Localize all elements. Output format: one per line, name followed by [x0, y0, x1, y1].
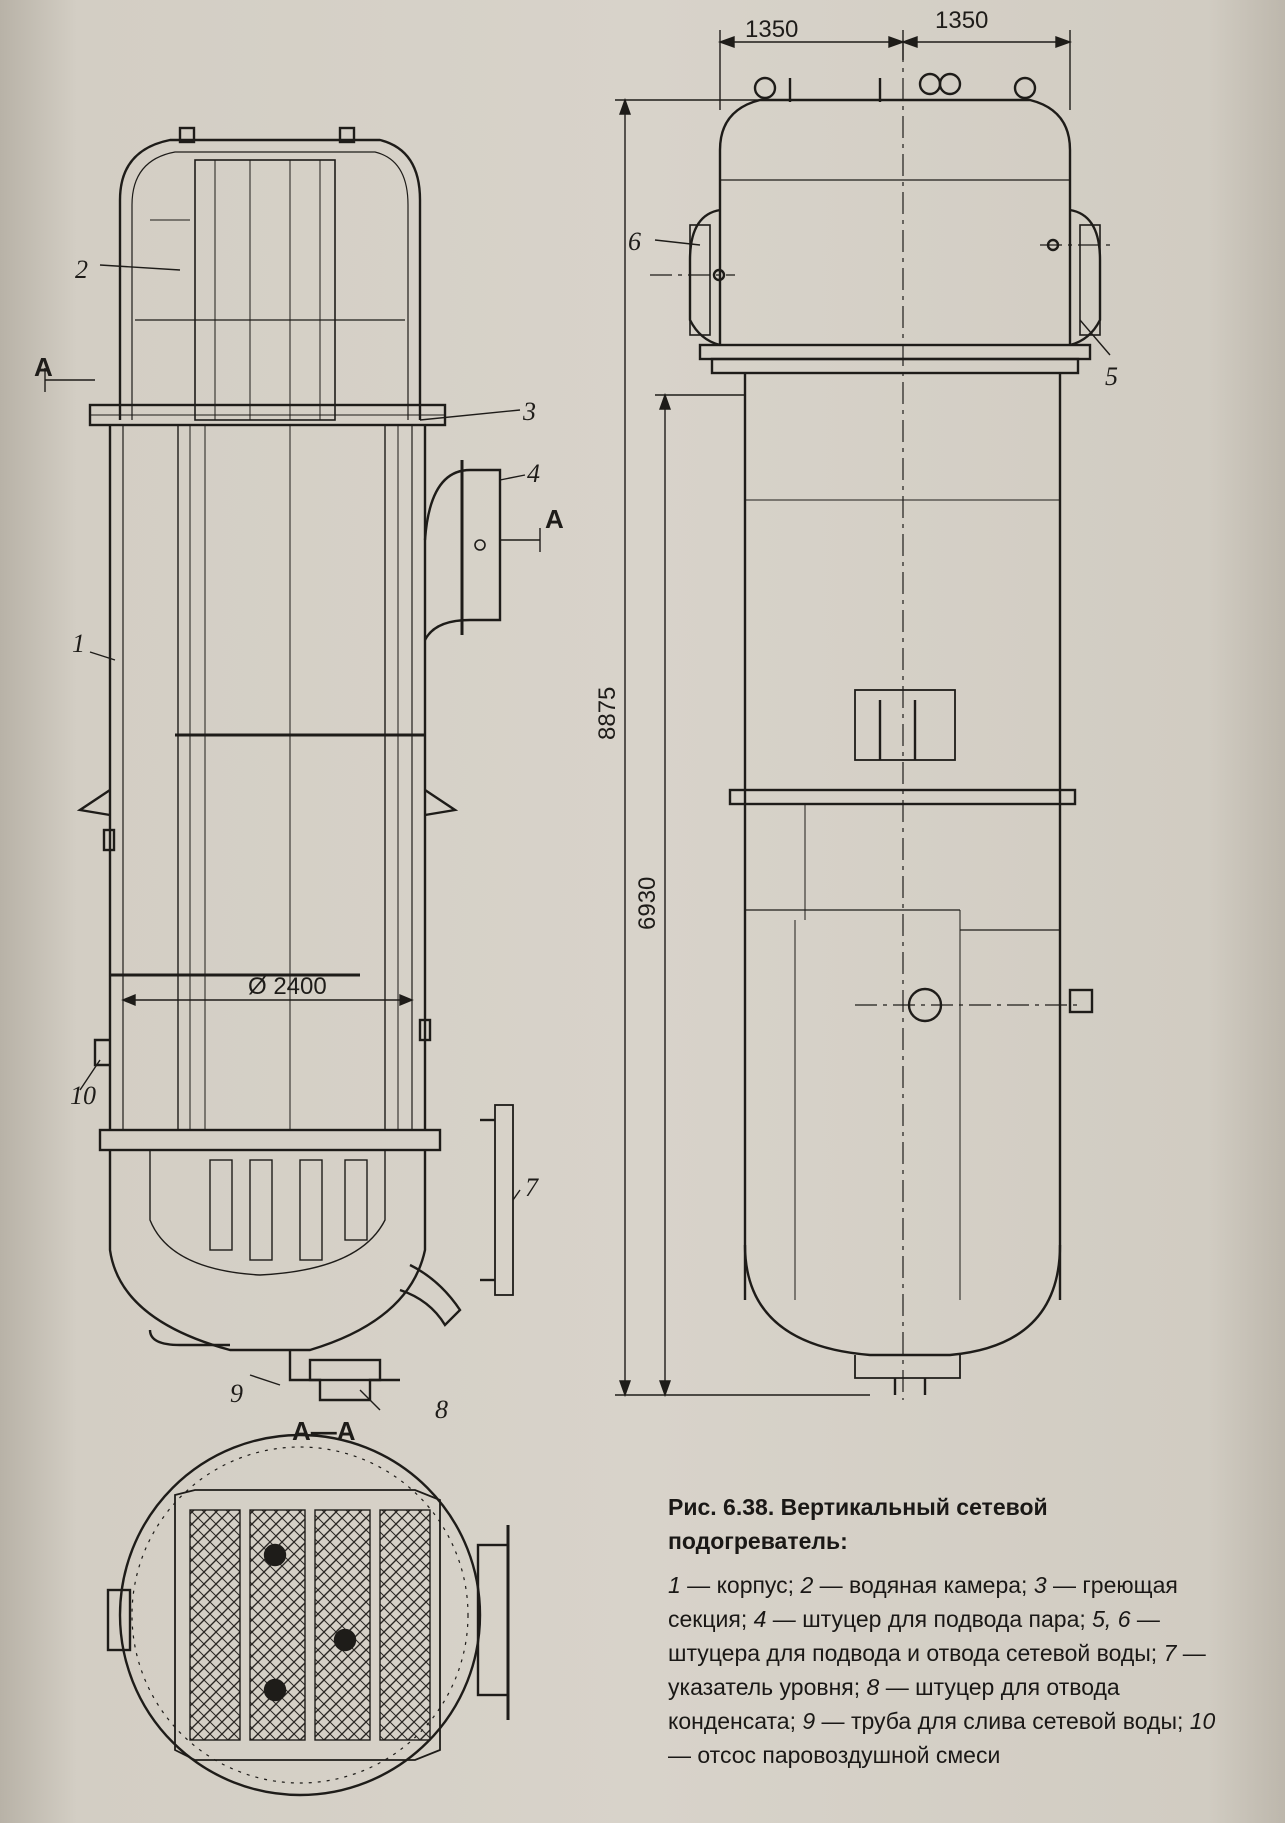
legend-text: труба для слива сетевой воды;: [850, 1708, 1184, 1734]
section-title: A—A: [292, 1416, 356, 1446]
legend-item: 3 — греющая секция;: [668, 1572, 1178, 1632]
figure-caption: Рис. 6.38. Вертикальный сетевой подогрев…: [668, 1490, 1228, 1772]
legend-item: 9 — труба для слива сетевой воды;: [802, 1708, 1184, 1734]
dim-diameter: Ø 2400: [248, 973, 327, 1000]
legend-text: отсос паровоздушной смеси: [697, 1742, 1001, 1768]
legend-item: 2 — водяная камера;: [800, 1572, 1028, 1598]
caption-legend: 1 — корпус; 2 — водяная камера; 3 — грею…: [668, 1568, 1228, 1772]
callout-10: 10: [70, 1081, 96, 1110]
callout-7: 7: [525, 1173, 539, 1202]
legend-item: 4 — штуцер для подвода пара;: [753, 1606, 1086, 1632]
legend-item: 10 — отсос паровоздушной смеси: [668, 1708, 1216, 1768]
legend-text: указатель уровня;: [668, 1674, 861, 1700]
legend-item: 5, 6 — штуцера для подвода и отвода сете…: [668, 1606, 1160, 1666]
legend-number: 5, 6: [1092, 1606, 1131, 1632]
leader-lines-left: [44, 264, 541, 1411]
legend-number: 4: [753, 1606, 767, 1632]
caption-title: Рис. 6.38. Вертикальный сетевой подогрев…: [668, 1490, 1228, 1558]
legend-text: водяная камера;: [849, 1572, 1028, 1598]
legend-number: 9: [802, 1708, 816, 1734]
legend-number: 7: [1163, 1640, 1177, 1666]
section-a-a-view: [106, 1433, 510, 1797]
callout-6: 6: [628, 227, 641, 256]
center-lines: [650, 40, 1110, 1400]
dim-height-total: 8875: [594, 687, 621, 740]
legend-number: 10: [1189, 1708, 1216, 1734]
callout-4: 4: [527, 459, 540, 488]
legend-text: штуцер для подвода пара;: [802, 1606, 1086, 1632]
exterior-view: [688, 72, 1102, 1395]
dim-width-right: 1350: [935, 7, 988, 34]
legend-number: 3: [1033, 1572, 1047, 1598]
legend-number: 8: [866, 1674, 880, 1700]
dimension-lines: [615, 30, 1111, 1398]
legend-item: 7 — указатель уровня;: [668, 1640, 1206, 1700]
legend-text: корпус;: [716, 1572, 795, 1598]
figure-title: Вертикальный сетевой подогреватель:: [668, 1494, 1048, 1554]
legend-number: 1: [668, 1572, 681, 1598]
legend-item: 8 — штуцер для отвода конденсата;: [668, 1674, 1120, 1734]
legend-number: 2: [800, 1572, 814, 1598]
legend-text: штуцера для подвода и отвода сетевой вод…: [668, 1640, 1158, 1666]
dim-height-body: 6930: [634, 877, 661, 930]
section-marker-right: A: [545, 504, 564, 534]
legend-item: 1 — корпус;: [668, 1572, 795, 1598]
callout-5: 5: [1105, 362, 1118, 391]
callout-1: 1: [72, 629, 85, 658]
callout-9: 9: [230, 1379, 243, 1408]
figure-label: Рис. 6.38.: [668, 1494, 775, 1520]
callout-3: 3: [522, 397, 536, 426]
sectional-view: [76, 126, 514, 1402]
diameter-dimension: [121, 993, 414, 1007]
legend-text: греющая секция;: [668, 1572, 1178, 1632]
section-marker-left: A: [34, 352, 53, 382]
dim-width-left: 1350: [745, 16, 798, 43]
callout-8: 8: [435, 1395, 448, 1424]
legend-text: штуцер для отвода конденсата;: [668, 1674, 1120, 1734]
callout-2: 2: [75, 255, 88, 284]
